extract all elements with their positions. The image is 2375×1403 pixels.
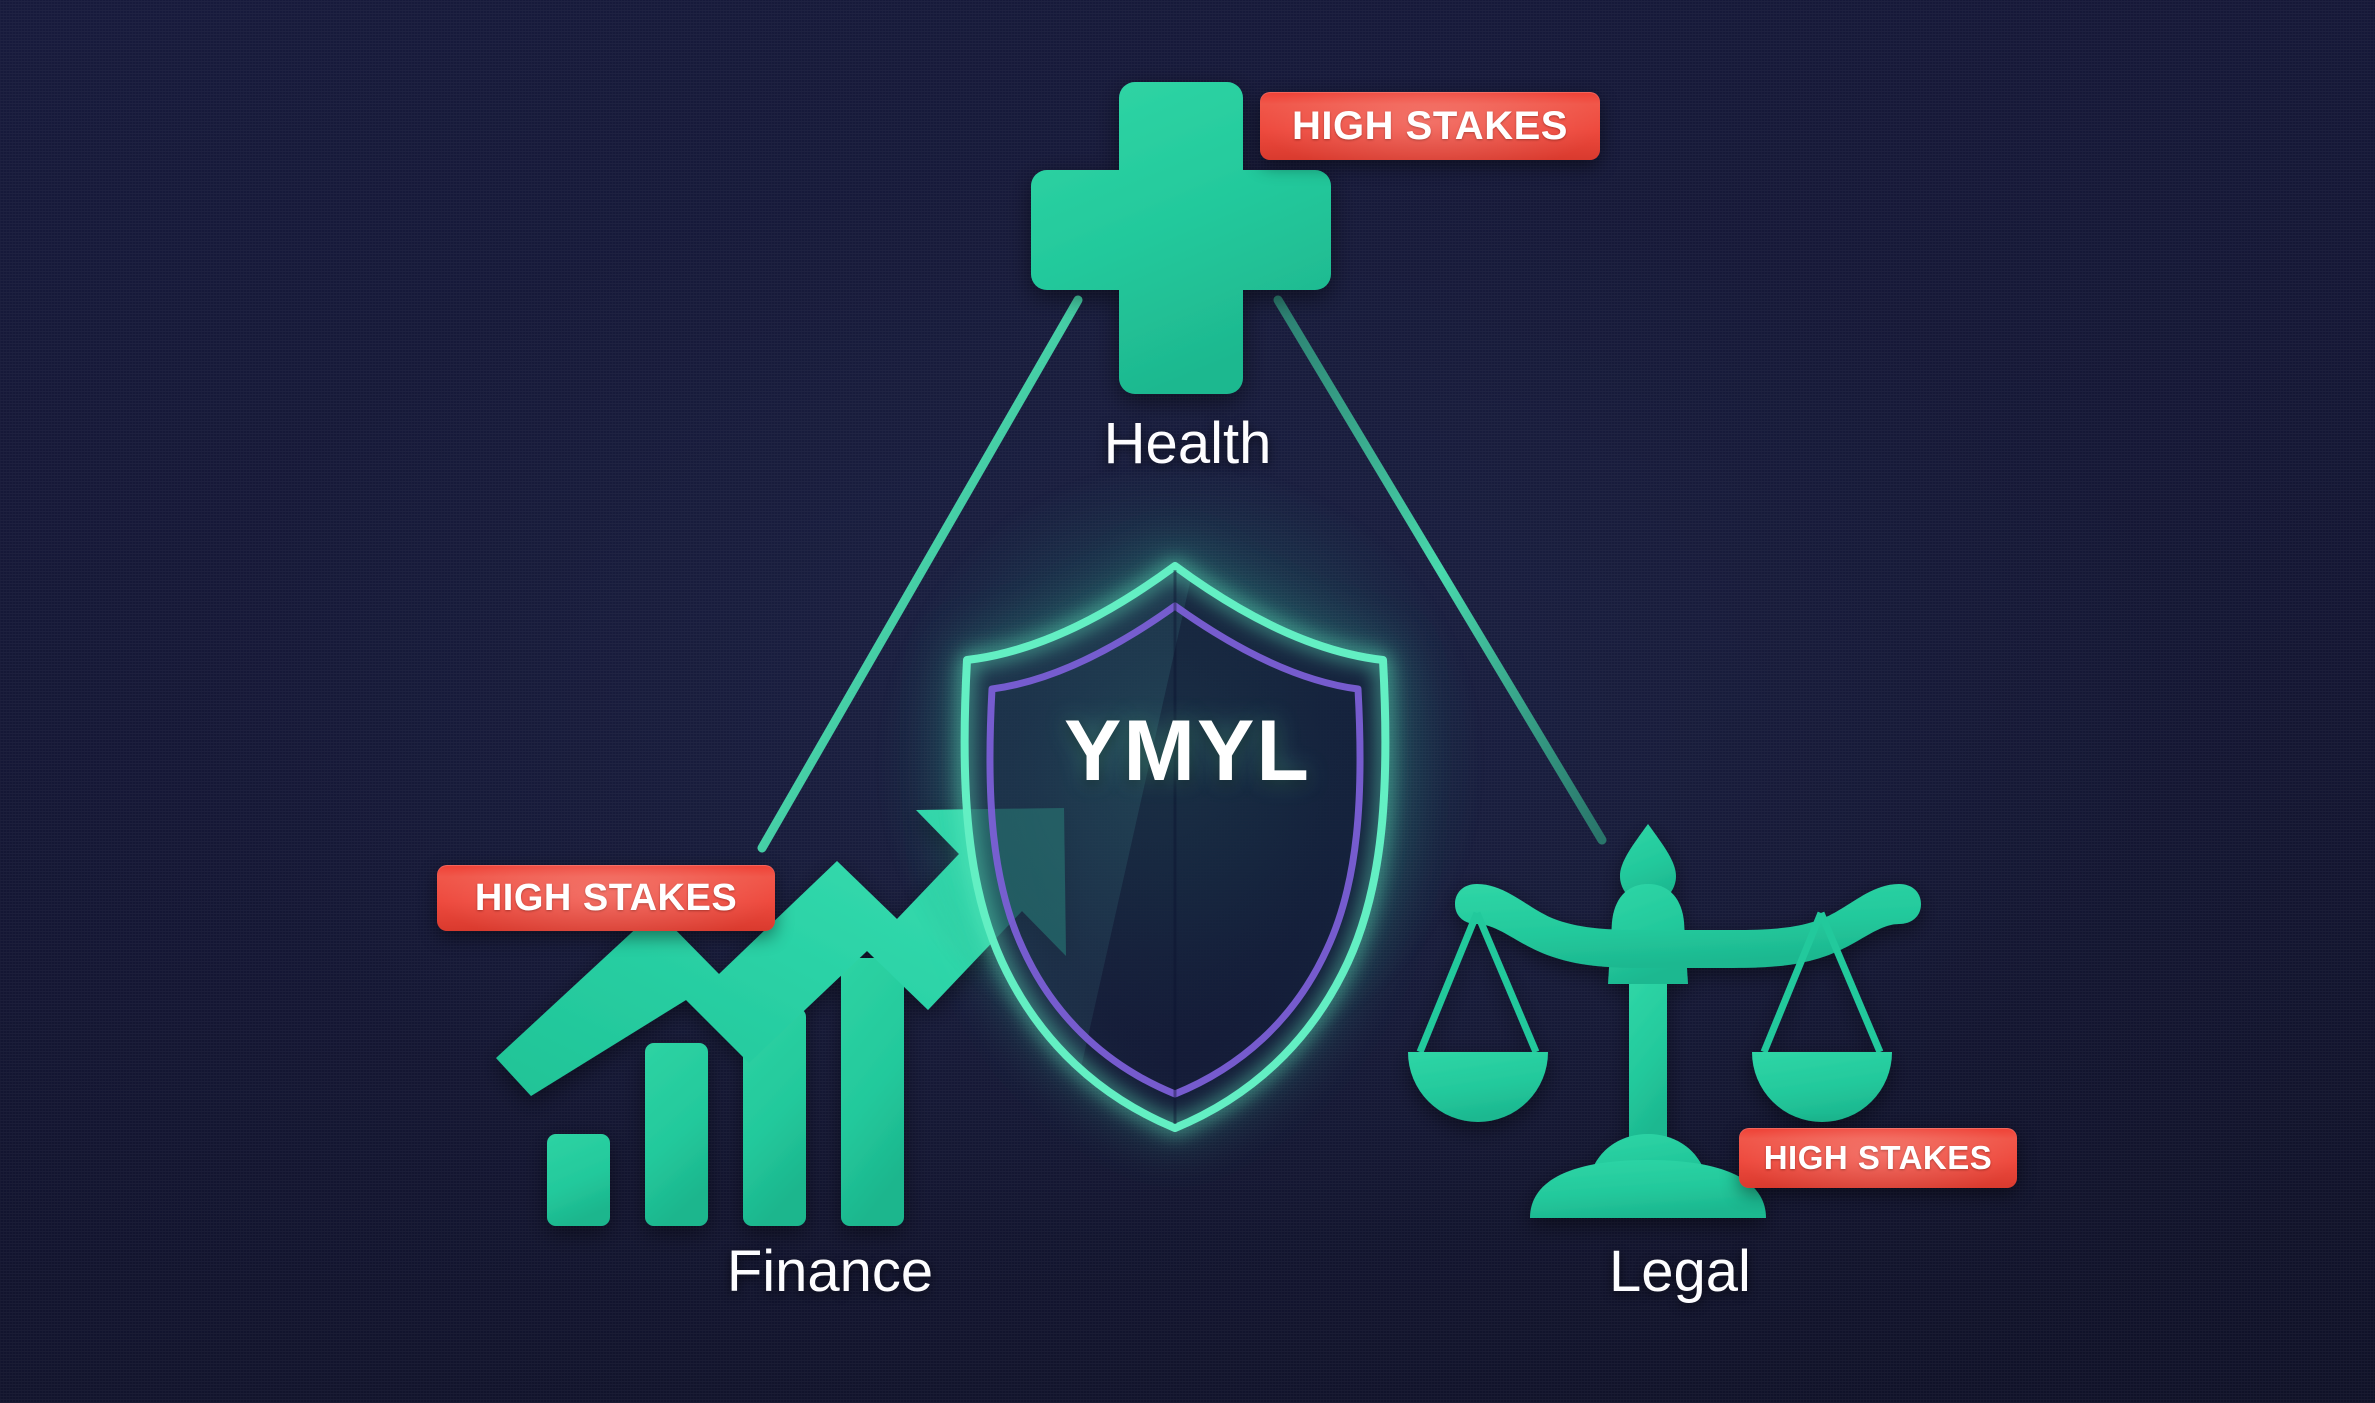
node-label-legal: Legal	[1609, 1239, 1751, 1304]
status-badge-finance[interactable]: HIGH STAKES	[437, 865, 775, 931]
medical-cross-icon[interactable]	[1031, 82, 1331, 394]
bar-1	[547, 1134, 610, 1226]
bar-2	[645, 1043, 708, 1226]
trend-arrow-icon	[496, 808, 1066, 1096]
status-badge-health[interactable]: HIGH STAKES	[1260, 92, 1600, 160]
node-label-finance: Finance	[726, 1239, 934, 1304]
connector-health-legal	[1273, 295, 1607, 845]
node-label-health: Health	[1103, 411, 1272, 476]
scale-column	[1629, 984, 1667, 1144]
bar-3	[743, 1008, 806, 1226]
scale-left-pan	[1408, 1052, 1548, 1122]
scale-left-strings	[1416, 911, 1540, 1054]
status-badge-legal[interactable]: HIGH STAKES	[1739, 1128, 2017, 1188]
bar-4	[841, 958, 904, 1226]
scale-right-strings	[1760, 911, 1884, 1054]
connector-health-finance	[757, 295, 1083, 853]
bar-chart-growth-icon[interactable]	[496, 808, 1066, 1226]
scale-finial	[1620, 824, 1676, 904]
scale-base-lower	[1530, 1160, 1766, 1218]
scales-of-justice-icon[interactable]	[1408, 824, 1921, 1218]
scale-right-pan	[1752, 1052, 1892, 1122]
